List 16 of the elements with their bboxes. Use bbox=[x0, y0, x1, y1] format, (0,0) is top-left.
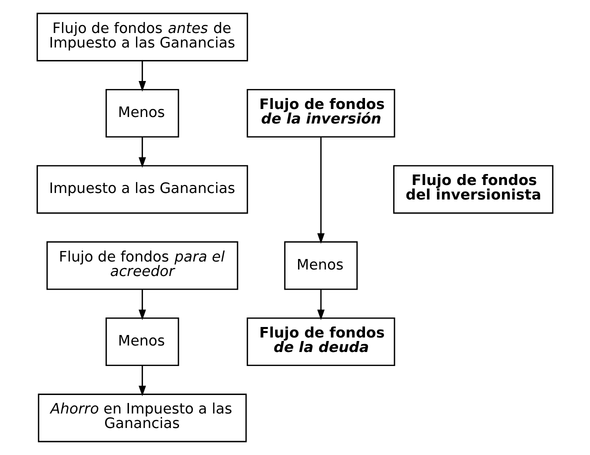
node-box: Menos bbox=[284, 241, 358, 290]
node-box: Impuesto a las Ganancias bbox=[36, 165, 248, 214]
arrow bbox=[138, 137, 146, 168]
arrow bbox=[138, 366, 146, 396]
node-box: Flujo de fondos para el acreedor bbox=[46, 241, 238, 290]
arrow bbox=[138, 289, 146, 320]
arrow bbox=[138, 60, 146, 92]
node-box: Flujo de fondos antes de Impuesto a las Ganancias bbox=[36, 12, 248, 62]
node-box: Ahorro en Impuesto a las Ganancias bbox=[38, 394, 247, 442]
node-box: Menos bbox=[106, 317, 180, 366]
node-box: Menos bbox=[106, 88, 180, 138]
node-box: Flujo de fondos de la deuda bbox=[246, 317, 396, 366]
arrow bbox=[317, 289, 325, 320]
arrow bbox=[317, 137, 325, 244]
node-box: Flujo de fondos del inversionista bbox=[393, 165, 554, 214]
node-box: Flujo de fondos de la inversión bbox=[246, 88, 396, 138]
